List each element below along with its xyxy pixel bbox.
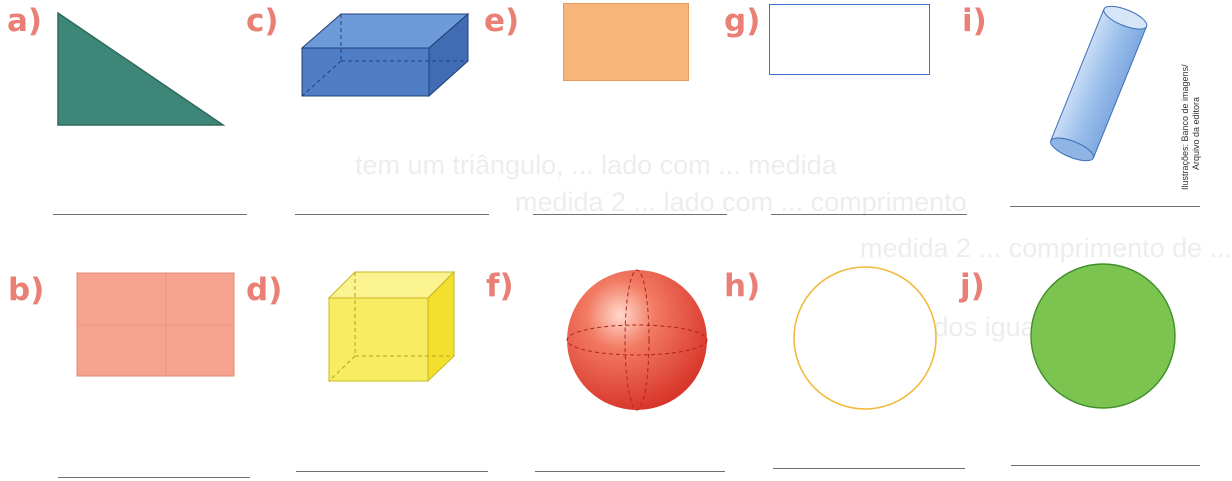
answer-blank-a[interactable] <box>53 214 247 215</box>
answer-blank-i[interactable] <box>1010 206 1200 207</box>
triangle-shape <box>57 11 226 126</box>
label-f: f) <box>486 268 514 304</box>
label-h: h) <box>724 268 761 304</box>
label-i: i) <box>962 3 987 39</box>
label-d: d) <box>246 272 283 308</box>
answer-blank-g[interactable] <box>771 214 967 215</box>
orange-rectangle-shape <box>563 3 689 81</box>
pink-rectangle-shape <box>76 272 235 377</box>
answer-blank-h[interactable] <box>773 468 965 469</box>
cylinder-shape <box>1050 5 1148 162</box>
answer-blank-e[interactable] <box>533 214 727 215</box>
sphere-shape <box>566 269 708 411</box>
answer-blank-b[interactable] <box>58 477 250 478</box>
label-b: b) <box>8 272 45 308</box>
label-g: g) <box>724 3 761 39</box>
credit-line-1: Ilustrações: Banco de imagens/ <box>1180 64 1190 190</box>
image-credit: Ilustrações: Banco de imagens/ Arquivo d… <box>1172 0 1202 200</box>
blue-outline-rectangle-shape <box>769 4 930 75</box>
rectangular-prism-shape <box>300 12 470 98</box>
show-through-text-2: medida 2 ... lado com ... comprimento <box>515 187 967 217</box>
answer-blank-c[interactable] <box>295 214 489 215</box>
orange-outline-circle-shape <box>793 266 937 410</box>
answer-blank-f[interactable] <box>535 471 725 472</box>
show-through-text-3: medida 2 ... comprimento de ... <box>860 233 1232 263</box>
green-circle-shape <box>1030 263 1176 409</box>
credit-line-2: Arquivo da editora <box>1191 96 1201 170</box>
label-a: a) <box>7 3 43 39</box>
cube-shape <box>327 270 456 383</box>
label-j: j) <box>960 268 985 304</box>
answer-blank-d[interactable] <box>296 471 488 472</box>
label-c: c) <box>246 3 279 39</box>
answer-blank-j[interactable] <box>1011 465 1200 466</box>
show-through-text-1: tem um triângulo, ... lado com ... medid… <box>355 150 837 180</box>
label-e: e) <box>484 3 520 39</box>
